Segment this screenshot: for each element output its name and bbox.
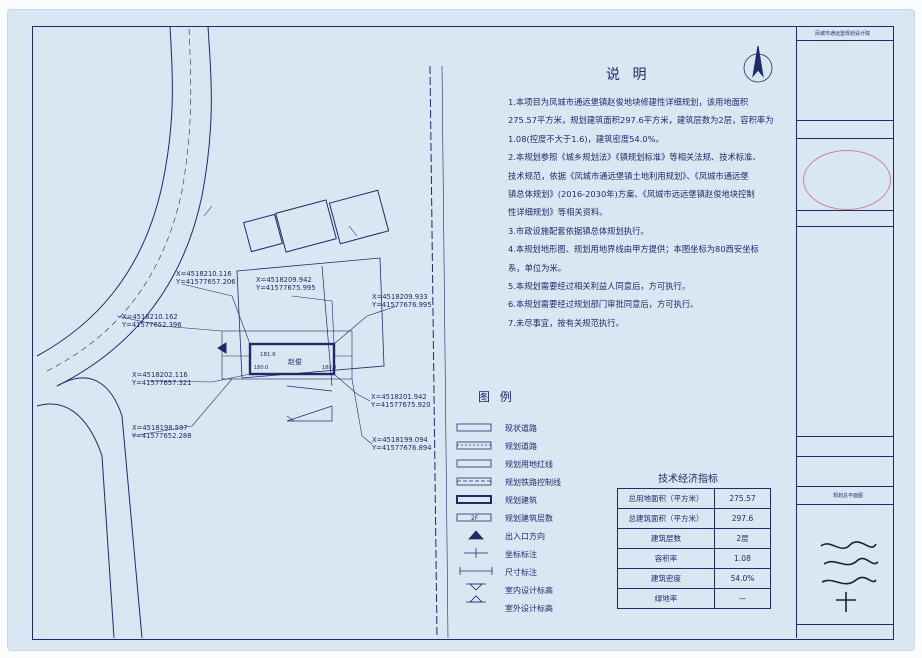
note-line: 7.未尽事宜，按有关规范执行。 bbox=[508, 317, 624, 328]
legend-label: 坐标标注 bbox=[505, 550, 537, 559]
legend-item: 室外设计标高 bbox=[505, 603, 561, 621]
legend-label: 规划道路 bbox=[505, 442, 537, 451]
tech-table-row: 总建筑面积（平方米）297.6 bbox=[617, 508, 771, 529]
tech-value: 54.0% bbox=[714, 568, 771, 589]
legend-item: 室内设计标高 bbox=[505, 585, 561, 603]
road-left-edge bbox=[36, 26, 173, 357]
tech-label: 绿地率 bbox=[617, 588, 715, 609]
site-elevation-a: 180.0 bbox=[254, 365, 268, 371]
tech-value: — bbox=[714, 588, 771, 609]
legend-label: 室外设计标高 bbox=[505, 604, 553, 613]
tech-label: 建筑层数 bbox=[617, 528, 715, 549]
legend-label: 规划用地红线 bbox=[505, 460, 553, 469]
legend-label: 规划建筑层数 bbox=[505, 514, 553, 523]
site-plan: 2F 赵俊 181.6 180.0 180.0 bbox=[36, 26, 773, 638]
official-stamp bbox=[803, 150, 891, 210]
legend-symbols: 2F bbox=[456, 423, 493, 603]
legend-item: 尺寸标注 bbox=[505, 567, 561, 585]
tech-value: 2层 bbox=[714, 528, 771, 549]
site-owner-label: 赵俊 bbox=[288, 357, 302, 366]
title-block: 凤城市通远堡规划设计院 规划总平面图 bbox=[796, 26, 893, 638]
legend-item: 出入口方向 bbox=[505, 531, 561, 549]
north-arrow bbox=[743, 45, 773, 83]
svg-text:2F: 2F bbox=[471, 515, 479, 522]
note-line: 4.本规划地形图、规划用地界线由甲方提供；本图坐标为80西安坐标 bbox=[508, 244, 759, 255]
note-line: 2.本规划参照《城乡规划法》《镇规划标准》等相关法规、技术标准、 bbox=[508, 152, 761, 163]
existing-building bbox=[328, 189, 390, 245]
legend-item: 现状道路 bbox=[505, 423, 561, 441]
road-branch-upper bbox=[56, 377, 143, 638]
tech-value: 275.57 bbox=[714, 488, 771, 509]
notes-title: 说 明 bbox=[606, 67, 651, 83]
tech-table-row: 总用地面积（平方米）275.57 bbox=[617, 488, 771, 509]
legend-item: 规划建筑层数 bbox=[505, 513, 561, 531]
note-line: 3.市政设施配套依据镇总体规划执行。 bbox=[508, 225, 649, 236]
legend-label: 出入口方向 bbox=[505, 532, 545, 541]
note-line: 镇总体规划》(2016-2030年)方案、《凤城市远远堡镇赵俊地块控制 bbox=[508, 188, 755, 199]
legend-label: 现状道路 bbox=[505, 424, 537, 433]
notes-body: 1.本项目为凤城市通远堡镇赵俊地块修建性详细规划，该用地面积 275.57平方米，… bbox=[508, 96, 790, 335]
tech-table-title: 技术经济指标 bbox=[658, 474, 718, 485]
existing-building bbox=[243, 213, 283, 253]
note-line: 性详细规划》等相关资料。 bbox=[508, 207, 608, 218]
legend-title: 图 例 bbox=[478, 390, 515, 404]
railway-control-line bbox=[429, 65, 438, 638]
note-line: 1.08(控度不大于1.6)，建筑密度54.0%。 bbox=[508, 133, 664, 144]
legend-item: 规划建筑 bbox=[505, 495, 561, 513]
tech-label: 总用地面积（平方米） bbox=[617, 488, 715, 509]
note-line: 6.本规划需要经过规划部门审批同意后，方可执行。 bbox=[508, 299, 699, 310]
drawing-frame bbox=[32, 26, 894, 640]
drawing-name: 规划总平面图 bbox=[833, 493, 864, 499]
note-line: 系，单位为米。 bbox=[508, 262, 567, 273]
handwritten-signature bbox=[820, 541, 879, 612]
legend-item: 坐标标注 bbox=[505, 549, 561, 567]
tech-value: 297.6 bbox=[714, 508, 771, 529]
note-line: 1.本项目为凤城市通远堡镇赵俊地块修建性详细规划，该用地面积 bbox=[508, 97, 749, 107]
tech-label: 总建筑面积（平方米） bbox=[617, 508, 715, 529]
tech-table-row: 绿地率— bbox=[617, 588, 771, 609]
road-centerline bbox=[46, 26, 192, 372]
road-right-edge bbox=[56, 26, 212, 387]
title-block-header: 凤城市通远堡规划设计院 bbox=[815, 31, 871, 37]
legend-label: 室内设计标高 bbox=[505, 586, 553, 595]
legend-label: 尺寸标注 bbox=[505, 568, 537, 577]
legend-item: 规划道路 bbox=[505, 441, 561, 459]
road-branch-lower bbox=[36, 403, 115, 638]
note-line: 5.本规划需要经过相关利益人同意后，方可执行。 bbox=[508, 280, 691, 291]
legend-item: 规划用地红线 bbox=[505, 459, 561, 477]
tech-label: 容积率 bbox=[617, 548, 715, 569]
note-line: 275.57平方米，规划建筑面积297.6平方米，建筑层数为2层，容积率为 bbox=[508, 115, 774, 126]
note-line: 技术规范，依据《凤城市通远堡镇土地利用规划》、《凤城市通远堡 bbox=[508, 170, 749, 181]
existing-building bbox=[275, 199, 337, 253]
entrance-arrow bbox=[217, 342, 227, 354]
legend-item: 规划铁路控制线 bbox=[505, 477, 561, 495]
legend-label: 规划铁路控制线 bbox=[505, 478, 561, 487]
site-elevation-b: 180.0 bbox=[322, 365, 336, 371]
planned-building bbox=[248, 342, 336, 376]
tech-label: 建筑密度 bbox=[617, 568, 715, 589]
legend-list: 现状道路规划道路规划用地红线规划铁路控制线规划建筑规划建筑层数出入口方向坐标标注… bbox=[505, 423, 561, 621]
legend-label: 规划建筑 bbox=[505, 496, 537, 505]
tech-value: 1.08 bbox=[714, 548, 771, 569]
site-dimension-label: 181.6 bbox=[260, 352, 276, 358]
land-red-line bbox=[236, 257, 385, 379]
